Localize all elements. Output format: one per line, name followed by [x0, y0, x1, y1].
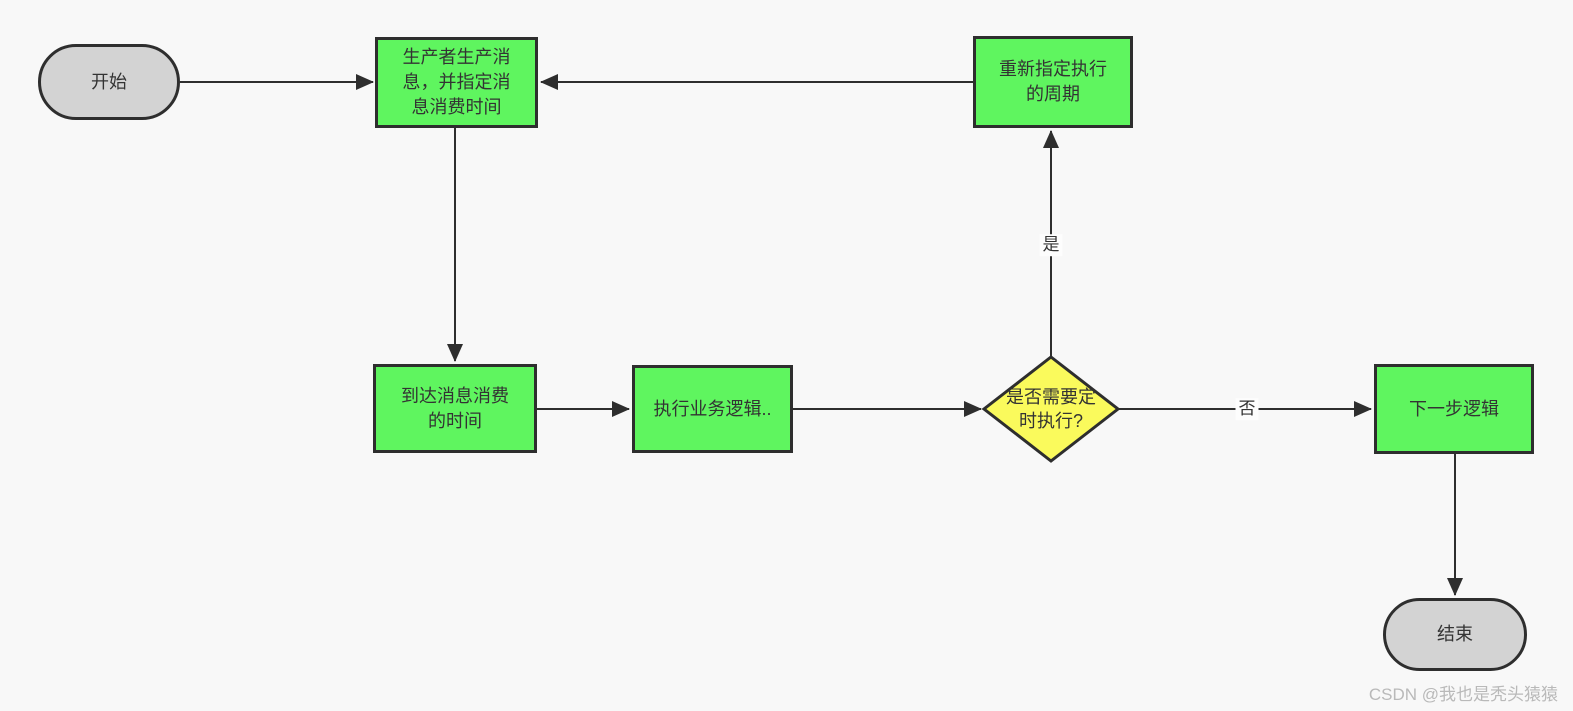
- edge-label-yes: 是: [1039, 234, 1063, 256]
- node-next-step-label: 下一步逻辑: [1409, 398, 1499, 419]
- edge-label-no: 否: [1235, 398, 1259, 420]
- node-produce-message-label: 生产者生产消 息，并指定消 息消费时间: [402, 47, 511, 117]
- node-execute-logic: 执行业务逻辑..: [632, 365, 793, 453]
- watermark: CSDN @我也是秃头猿猿: [1368, 685, 1558, 704]
- node-start: 开始: [38, 44, 180, 120]
- decision-diamond-shape: [981, 355, 1121, 463]
- node-end-label: 结束: [1437, 624, 1473, 645]
- node-end: 结束: [1383, 598, 1527, 671]
- node-next-step: 下一步逻辑: [1374, 364, 1534, 454]
- node-arrive-consume-time: 到达消息消费 的时间: [373, 364, 537, 453]
- node-arrive-consume-time-label: 到达消息消费 的时间: [401, 385, 509, 431]
- node-decision-label: 是否需要定 时执行?: [1006, 386, 1096, 431]
- node-reschedule-period-label: 重新指定执行 的周期: [999, 59, 1107, 104]
- node-reschedule-period: 重新指定执行 的周期: [973, 36, 1133, 128]
- node-start-label: 开始: [91, 71, 127, 92]
- node-decision: 是否需要定 时执行?: [984, 357, 1118, 461]
- node-execute-logic-label: 执行业务逻辑..: [653, 398, 772, 419]
- node-produce-message: 生产者生产消 息，并指定消 息消费时间: [375, 37, 538, 128]
